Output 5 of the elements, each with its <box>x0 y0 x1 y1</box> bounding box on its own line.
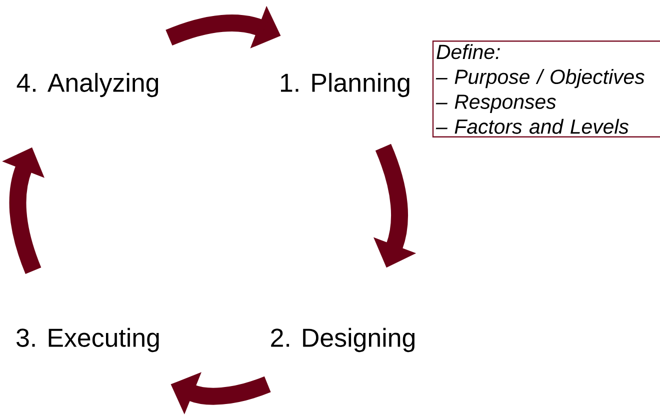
step-label: 3. Executing <box>16 328 159 352</box>
step-label: 4. Analyzing <box>16 72 158 98</box>
step-label: 2. Designing <box>271 328 414 352</box>
step-label: 1. Planning <box>280 72 410 98</box>
definition-box: Define: – Purpose / Objectives – Responses – Factors and Levels <box>432 40 660 138</box>
